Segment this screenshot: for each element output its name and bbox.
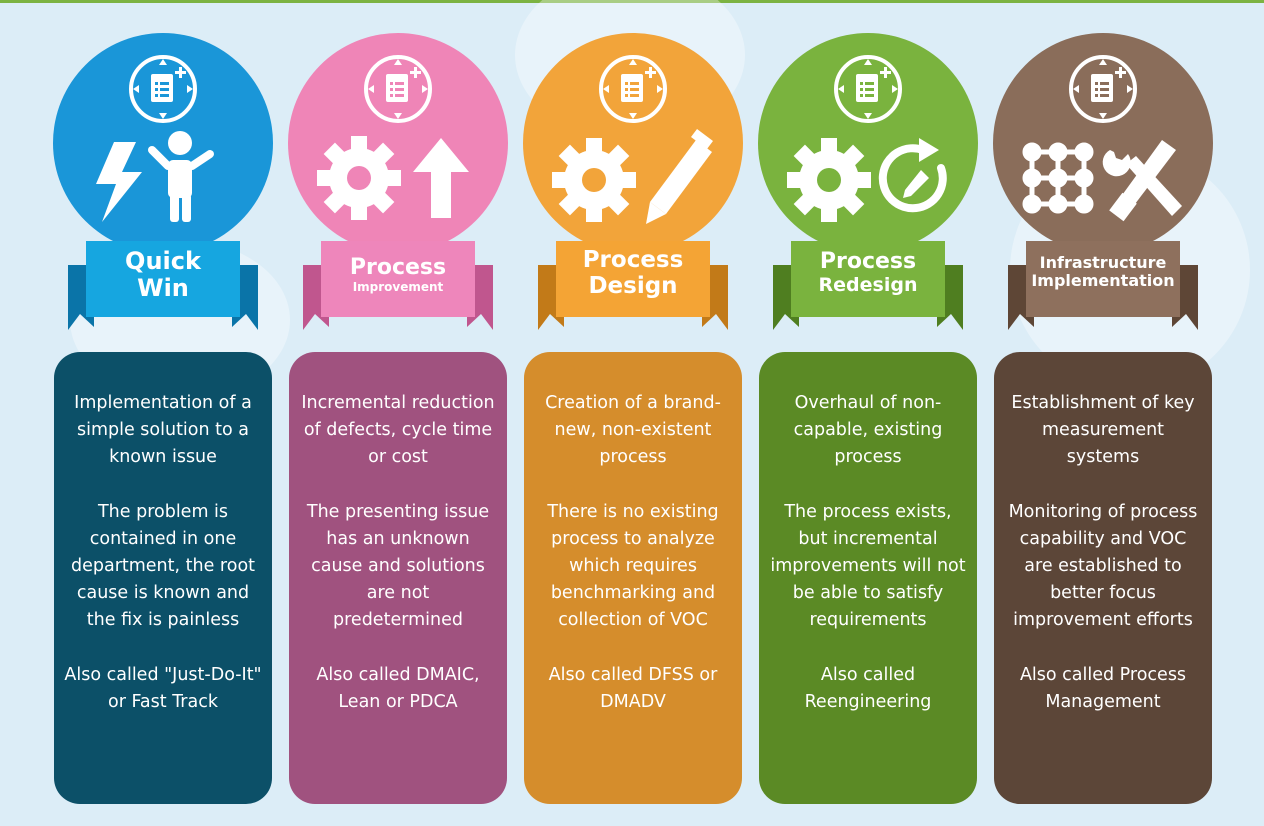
- card-aka: Also called Process Management: [1019, 664, 1187, 712]
- ribbon-title: Process Design: [516, 247, 750, 300]
- ribbon-title-line1: Process: [819, 249, 917, 274]
- card-description: Overhaul of non-capable, existing proces…: [793, 393, 943, 468]
- checklist-icon: [1069, 55, 1137, 123]
- pencil-icon: [646, 128, 713, 224]
- ribbon-title-line1: Infrastructure: [1039, 253, 1167, 272]
- gear-icon: [317, 136, 401, 220]
- ribbon: [1008, 241, 1198, 330]
- ribbon: [773, 241, 963, 330]
- gear-icon: [787, 138, 871, 222]
- description-card: Incremental reduction of defects, cycle …: [289, 352, 507, 804]
- gear-icon: [552, 138, 636, 222]
- description-card: Overhaul of non-capable, existing proces…: [759, 352, 977, 804]
- description-card: Establishment of key measurement systems…: [994, 352, 1212, 804]
- card-aka: Also called "Just-Do-It" or Fast Track: [64, 664, 262, 712]
- column-infrastructure-implementation: Infrastructure Implementation Establishm…: [986, 0, 1220, 826]
- column-process-redesign: Process Redesign Overhaul of non-capable…: [751, 0, 985, 826]
- lightning-icon: [96, 142, 142, 222]
- ribbon-title-line1: Process: [349, 255, 447, 280]
- ribbon-title-line1: Process: [582, 247, 684, 273]
- wrench-screwdriver-icon: [1102, 140, 1182, 222]
- ribbon-title-line2: Design: [588, 272, 678, 299]
- ribbon: [68, 241, 258, 330]
- ribbon: [303, 241, 493, 330]
- arrow-up-icon: [413, 138, 469, 218]
- card-detail: The process exists, but incremental impr…: [770, 501, 966, 631]
- header-graphic: [288, 33, 508, 330]
- column-process-improvement: Process Improvement Incremental reductio…: [281, 0, 515, 826]
- checklist-icon: [599, 55, 667, 123]
- ribbon-title-line1: Quick: [125, 247, 201, 275]
- card-description: Incremental reduction of defects, cycle …: [301, 393, 495, 468]
- header-circle: [993, 33, 1213, 253]
- ribbon-title-line2: Implementation: [1031, 270, 1175, 290]
- person-icon: [148, 131, 214, 222]
- card-description: Creation of a brand-new, non-existent pr…: [545, 393, 721, 468]
- ribbon-title: Process Redesign: [751, 249, 985, 296]
- card-detail: Monitoring of process capability and VOC…: [1008, 501, 1198, 631]
- checklist-icon: [364, 55, 432, 123]
- header-circle: [53, 33, 273, 253]
- header-circle: [758, 33, 978, 253]
- ribbon-title-line2: Win: [137, 273, 189, 302]
- card-aka: Also called Reengineering: [804, 664, 932, 712]
- header-graphic: [53, 33, 273, 330]
- refresh-pencil-icon: [878, 138, 947, 213]
- top-accent-line: [0, 0, 1264, 3]
- ribbon-title-line2: Improvement: [352, 279, 444, 294]
- header-graphic: [758, 33, 978, 330]
- ribbon-title: Process Improvement: [281, 255, 515, 294]
- column-quick-win: Quick Win Implementation of a simple sol…: [46, 0, 280, 826]
- card-description: Establishment of key measurement systems: [1011, 393, 1195, 468]
- ribbon-title-line2: Redesign: [818, 273, 918, 296]
- card-aka: Also called DMAIC, Lean or PDCA: [316, 664, 480, 712]
- checklist-icon: [129, 55, 197, 123]
- card-detail: There is no existing process to analyze …: [547, 501, 719, 631]
- header-graphic: [523, 33, 743, 330]
- header-graphic: [993, 33, 1213, 330]
- header-circle: [288, 33, 508, 253]
- ribbon: [538, 241, 728, 330]
- network-grid-icon: [1022, 142, 1094, 214]
- card-detail: The presenting issue has an unknown caus…: [306, 501, 490, 631]
- card-aka: Also called DFSS or DMADV: [548, 664, 718, 712]
- ribbon-title: Quick Win: [46, 248, 280, 302]
- card-description: Implementation of a simple solution to a…: [74, 393, 252, 468]
- description-card: Creation of a brand-new, non-existent pr…: [524, 352, 742, 804]
- column-process-design: Process Design Creation of a brand-new, …: [516, 0, 750, 826]
- description-card: Implementation of a simple solution to a…: [54, 352, 272, 804]
- card-detail: The problem is contained in one departme…: [70, 501, 256, 631]
- ribbon-title: Infrastructure Implementation: [986, 254, 1220, 290]
- checklist-icon: [834, 55, 902, 123]
